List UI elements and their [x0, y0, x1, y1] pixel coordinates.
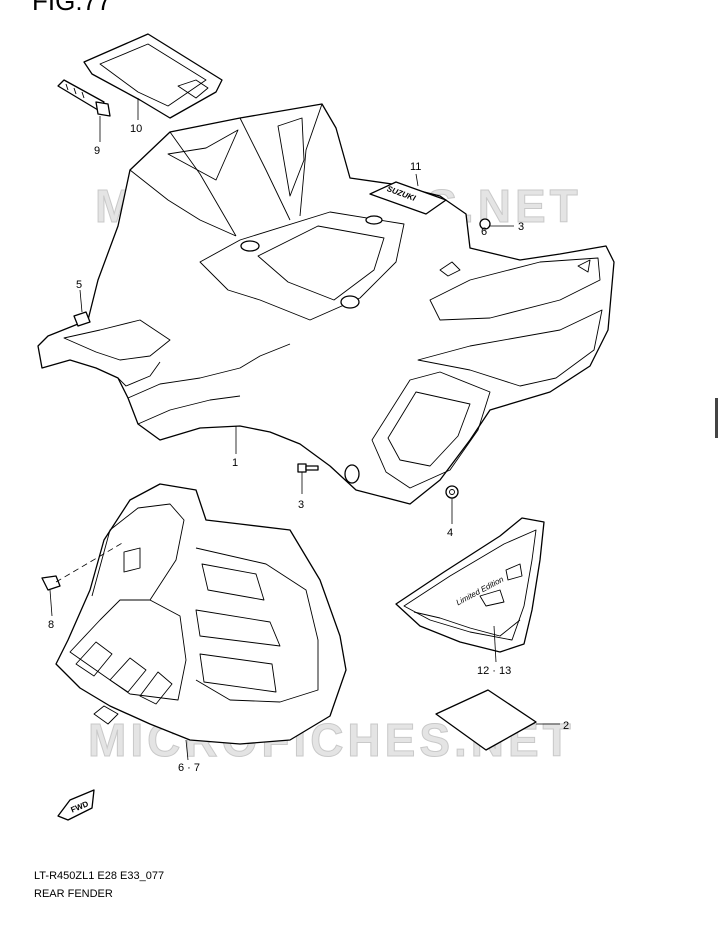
callout-9: 9 — [94, 145, 100, 157]
part-4-nut — [445, 485, 459, 524]
figure-title: FIG.77 — [32, 0, 112, 16]
callout-11: 11 — [410, 161, 421, 173]
callout-3-upper: 3 — [518, 221, 524, 233]
part-10-pouch — [83, 33, 223, 119]
part-12-13-decal: Limited Edition — [395, 517, 545, 663]
callout-6: 6 — [481, 226, 487, 238]
callout-5: 5 — [76, 279, 82, 291]
callout-1: 1 — [232, 457, 238, 469]
callout-12-13: 12 · 13 — [477, 665, 511, 677]
part-2-sheet — [435, 689, 560, 751]
model-code: LT-R450ZL1 E28 E33_077 — [34, 870, 165, 882]
part-3-upper-screw — [479, 218, 514, 230]
fwd-arrow-icon: FWD — [57, 789, 95, 821]
part-9-tool — [57, 79, 111, 117]
page-edge-mark — [715, 398, 718, 438]
callout-4: 4 — [447, 527, 453, 539]
section-name: REAR FENDER — [34, 888, 113, 900]
part-8-screw — [41, 541, 125, 617]
callout-6-7: 6 · 7 — [178, 762, 200, 774]
part-11-decal: SUZUKI — [369, 181, 447, 215]
part-3-lower-screw — [297, 463, 319, 494]
part-6-7-inner-liner — [55, 483, 347, 761]
callout-8: 8 — [48, 619, 54, 631]
callout-2: 2 — [563, 720, 569, 732]
part-5-bolt — [73, 289, 91, 327]
callout-10: 10 — [130, 123, 142, 135]
part-1-rear-fender — [37, 103, 615, 505]
callout-3-lower: 3 — [298, 499, 304, 511]
